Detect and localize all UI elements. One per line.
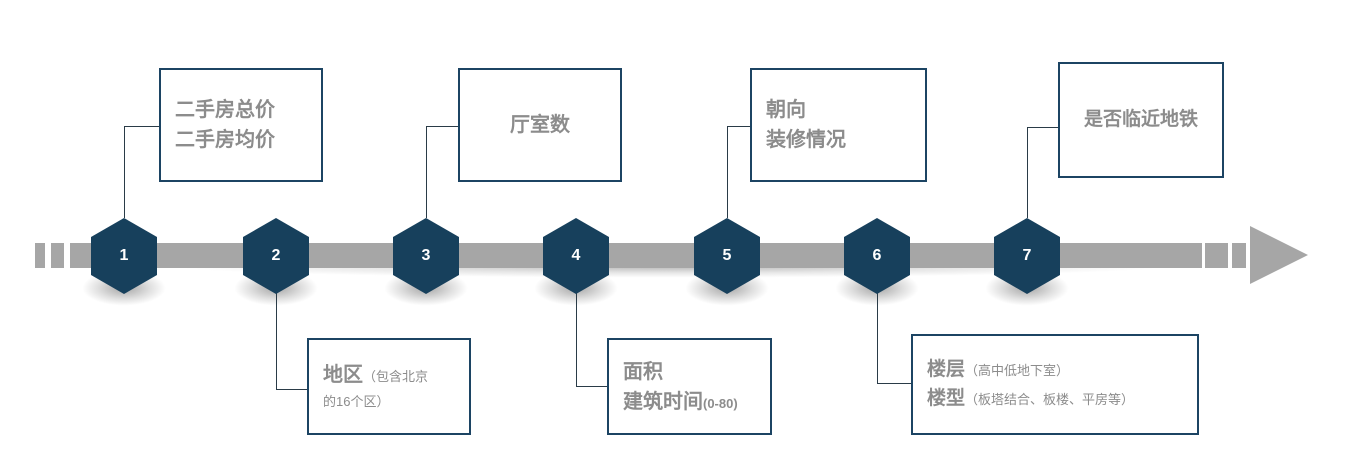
connector-4-vertical: [576, 292, 577, 386]
label-main: 建筑时间: [623, 390, 703, 413]
label-line: 是否临近地铁: [1083, 108, 1198, 130]
label-line: 地区（包含北京: [323, 360, 455, 390]
connector-3-vertical: [426, 126, 427, 218]
label-note: （包含北京: [363, 368, 429, 384]
connector-1-vertical: [124, 126, 125, 218]
step-number-5: 5: [722, 247, 732, 264]
step-number-7: 7: [1022, 247, 1032, 264]
timeline-step-5[interactable]: 5: [694, 218, 760, 294]
connector-5-horizontal: [727, 126, 751, 127]
label-box-1-content: 二手房总价 二手房均价: [161, 95, 321, 155]
label-line: 的16个区）: [323, 390, 455, 414]
step-number-3: 3: [421, 247, 431, 264]
label-line: 面积: [623, 360, 663, 383]
label-box-4-content: 面积 建筑时间(0-80): [609, 357, 770, 417]
timeline-step-1[interactable]: 1: [91, 218, 157, 294]
label-main: 楼层: [927, 359, 966, 380]
timeline-step-2[interactable]: 2: [243, 218, 309, 294]
timeline-dash-segment: [35, 243, 45, 268]
label-box-3-content: 厅室数: [460, 110, 620, 140]
timeline-dash-segment: [51, 243, 64, 268]
label-line: 朝向: [766, 99, 806, 121]
connector-3-horizontal: [426, 126, 459, 127]
step-number-4: 4: [571, 247, 581, 264]
label-line: 楼型（板塔结合、板楼、平房等）: [927, 385, 1183, 414]
label-line: 楼层（高中低地下室）: [927, 356, 1183, 385]
connector-7-vertical: [1027, 127, 1028, 218]
label-note: （高中低地下室）: [965, 363, 1070, 378]
step-number-6: 6: [872, 247, 882, 264]
label-box-6-content: 楼层（高中低地下室） 楼型（板塔结合、板楼、平房等）: [913, 356, 1197, 413]
connector-7-horizontal: [1027, 127, 1059, 128]
connector-4-horizontal: [576, 386, 608, 387]
connector-2-vertical: [276, 292, 277, 389]
label-box-2-content: 地区（包含北京 的16个区）: [309, 360, 469, 414]
connector-6-horizontal: [877, 383, 912, 384]
connector-1-horizontal: [124, 126, 160, 127]
label-main: 地区: [323, 363, 363, 386]
label-box-step-1[interactable]: 二手房总价 二手房均价: [159, 68, 323, 182]
label-box-step-4[interactable]: 面积 建筑时间(0-80): [607, 338, 772, 435]
label-box-5-content: 朝向 装修情况: [752, 95, 925, 155]
label-note: （板塔结合、板楼、平房等）: [965, 391, 1135, 407]
timeline-dash-segment: [1232, 243, 1246, 268]
label-note: (0-80): [703, 395, 738, 411]
label-line: 二手房均价: [175, 129, 275, 151]
step-number-1: 1: [119, 247, 129, 264]
label-box-step-2[interactable]: 地区（包含北京 的16个区）: [307, 338, 471, 435]
label-box-step-7[interactable]: 是否临近地铁: [1058, 62, 1224, 178]
label-line: 厅室数: [510, 114, 570, 136]
timeline-step-6[interactable]: 6: [844, 218, 910, 294]
label-note: 的16个区）: [323, 393, 390, 409]
timeline-arrowhead-icon: [1250, 226, 1308, 284]
timeline-bar-shadow: [30, 266, 1310, 296]
timeline-dash-segment: [70, 243, 92, 268]
label-box-step-6[interactable]: 楼层（高中低地下室） 楼型（板塔结合、板楼、平房等）: [911, 334, 1199, 435]
label-box-7-content: 是否临近地铁: [1060, 106, 1222, 135]
label-line: 建筑时间(0-80): [623, 387, 756, 417]
connector-2-horizontal: [276, 389, 308, 390]
connector-5-vertical: [727, 126, 728, 218]
timeline-step-4[interactable]: 4: [543, 218, 609, 294]
step-number-2: 2: [271, 247, 281, 264]
label-box-step-5[interactable]: 朝向 装修情况: [750, 68, 927, 182]
label-main: 楼型: [927, 387, 966, 409]
label-line: 装修情况: [766, 129, 846, 151]
timeline-step-3[interactable]: 3: [393, 218, 459, 294]
timeline-step-7[interactable]: 7: [994, 218, 1060, 294]
label-box-step-3[interactable]: 厅室数: [458, 68, 622, 182]
label-line: 二手房总价: [175, 99, 275, 121]
timeline-dash-segment: [1205, 243, 1228, 268]
connector-6-vertical: [877, 292, 878, 383]
